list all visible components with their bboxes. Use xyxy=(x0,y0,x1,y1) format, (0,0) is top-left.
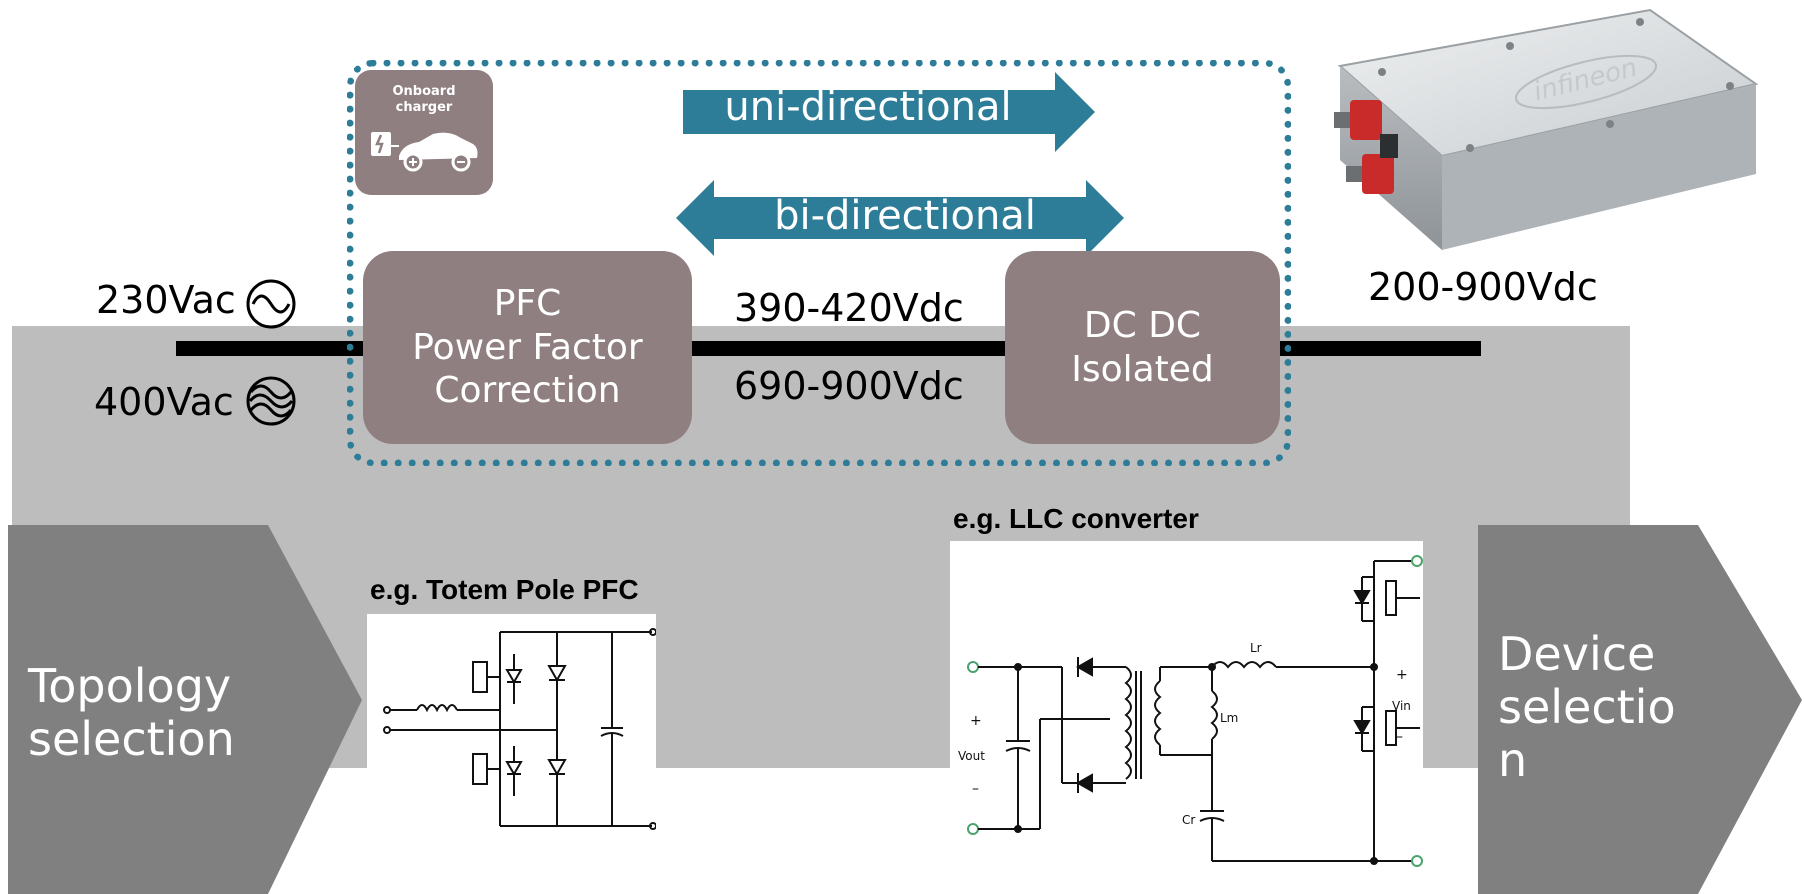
pfc-block: PFC Power Factor Correction xyxy=(363,251,692,444)
llc-caption: e.g. LLC converter xyxy=(953,503,1199,535)
topology-line-1: Topology xyxy=(28,660,235,713)
llc-lr-label: Lr xyxy=(1250,641,1262,655)
topology-selection-label: Topology selection xyxy=(28,660,235,766)
pfc-subtitle-2: Correction xyxy=(434,369,620,413)
device-line-3: n xyxy=(1498,734,1676,787)
device-selection-label: Device selectio n xyxy=(1498,628,1676,787)
llc-vin-plus: + xyxy=(1396,667,1408,683)
ac-single-wave-icon xyxy=(245,278,297,330)
device-line-1: Device xyxy=(1498,628,1676,681)
llc-vout-label: Vout xyxy=(958,749,985,763)
dc-link-low-label: 390-420Vdc xyxy=(734,286,964,330)
llc-cr-label: Cr xyxy=(1182,813,1195,827)
input-400vac-label: 400Vac xyxy=(94,380,234,424)
onboard-charger-car-icon xyxy=(369,122,481,184)
totem-pole-schematic xyxy=(367,614,656,838)
pfc-subtitle-1: Power Factor xyxy=(412,326,642,370)
ac-three-wave-icon xyxy=(245,375,297,427)
bi-directional-label: bi-directional xyxy=(720,193,1090,239)
dcdc-title: DC DC xyxy=(1084,304,1201,348)
totem-pole-caption: e.g. Totem Pole PFC xyxy=(370,574,639,606)
topology-line-2: selection xyxy=(28,713,235,766)
llc-vout-minus: – xyxy=(972,781,979,797)
pfc-title: PFC xyxy=(494,282,562,326)
charger-label: charger xyxy=(355,100,493,116)
onboard-charger-tile: Onboard charger xyxy=(355,70,493,195)
llc-vin-minus: – xyxy=(1396,729,1403,745)
llc-schematic: + Vout – + Vin – Lm Lr Cr xyxy=(950,541,1423,870)
dcdc-subtitle: Isolated xyxy=(1071,348,1214,392)
battery-voltage-label: 200-900Vdc xyxy=(1368,265,1598,309)
llc-lm-label: Lm xyxy=(1220,711,1238,725)
llc-vin-label: Vin xyxy=(1392,699,1411,713)
dcdc-block: DC DC Isolated xyxy=(1005,251,1280,444)
uni-directional-label: uni-directional xyxy=(683,84,1053,130)
dc-link-high-label: 690-900Vdc xyxy=(734,364,964,408)
battery-pack-image: infineon xyxy=(1310,4,1762,256)
llc-vout-plus: + xyxy=(970,713,982,729)
device-line-2: selectio xyxy=(1498,681,1676,734)
onboard-label: Onboard xyxy=(355,84,493,100)
input-230vac-label: 230Vac xyxy=(96,278,236,322)
